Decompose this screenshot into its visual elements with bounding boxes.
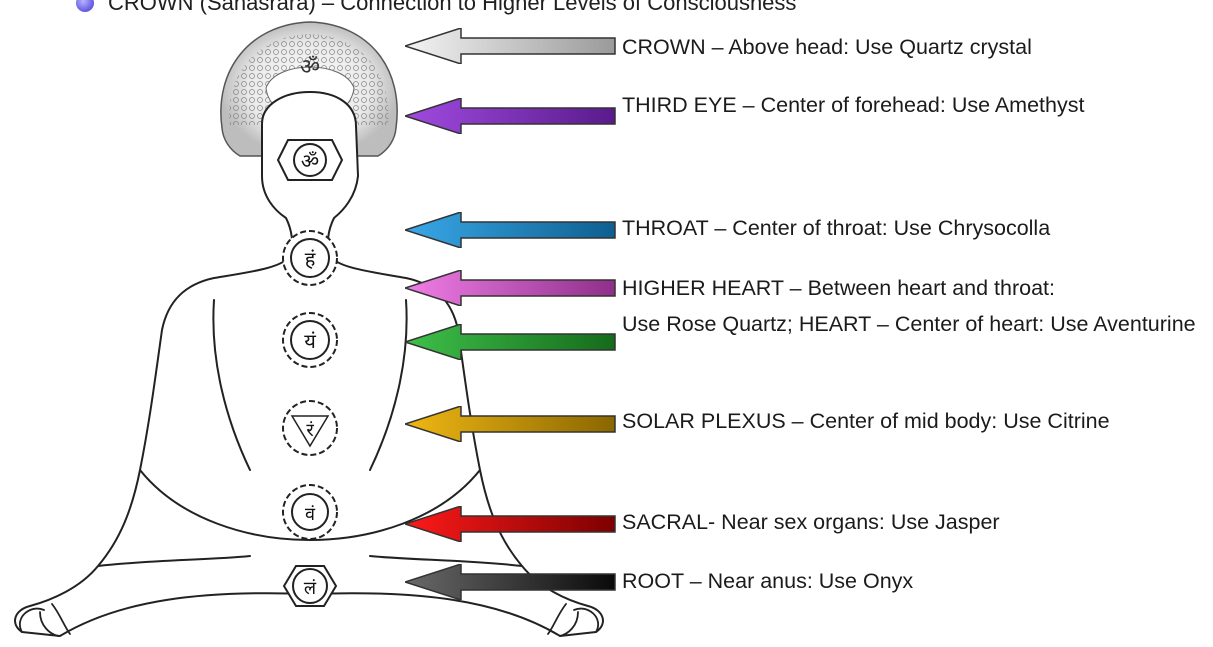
heart-symbol: यं [304,329,316,353]
label-root: ROOT – Near anus: Use Onyx [622,565,913,597]
crown-symbol: ॐ [300,55,320,80]
solar-plexus-emblem: रं [283,401,337,455]
arrow-third-eye [405,98,617,134]
third-eye-symbol: ॐ [301,149,319,173]
hands [20,604,598,636]
root-emblem: लं [284,566,336,606]
solar-plexus-symbol: रं [306,420,314,441]
sacral-symbol: वं [305,504,316,525]
root-symbol: लं [304,578,317,599]
arrow-crown [405,28,617,64]
label-solar-plexus: SOLAR PLEXUS – Center of mid body: Use C… [622,405,1110,437]
arrow-heart [405,324,617,360]
arrow-higher-heart [405,270,617,306]
label-throat: THROAT – Center of throat: Use Chrysocol… [622,212,1050,244]
heart-emblem: यं [283,313,337,367]
label-crown: CROWN – Above head: Use Quartz crystal [622,31,1032,63]
label-higher-heart: HIGHER HEART – Between heart and throat: [622,272,1055,304]
throat-symbol: हं [305,247,316,271]
label-third-eye: THIRD EYE – Center of forehead: Use Amet… [622,89,1084,121]
arrow-root [405,564,617,600]
sacral-emblem: वं [283,485,337,539]
label-heart: Use Rose Quartz; HEART – Center of heart… [622,308,1196,340]
throat-emblem: हं [283,231,337,285]
third-eye-emblem: ॐ [278,140,342,180]
arrow-sacral [405,506,617,542]
arrow-solar-plexus [405,406,617,442]
arrow-throat [405,212,617,248]
label-sacral: SACRAL- Near sex organs: Use Jasper [622,506,1000,538]
